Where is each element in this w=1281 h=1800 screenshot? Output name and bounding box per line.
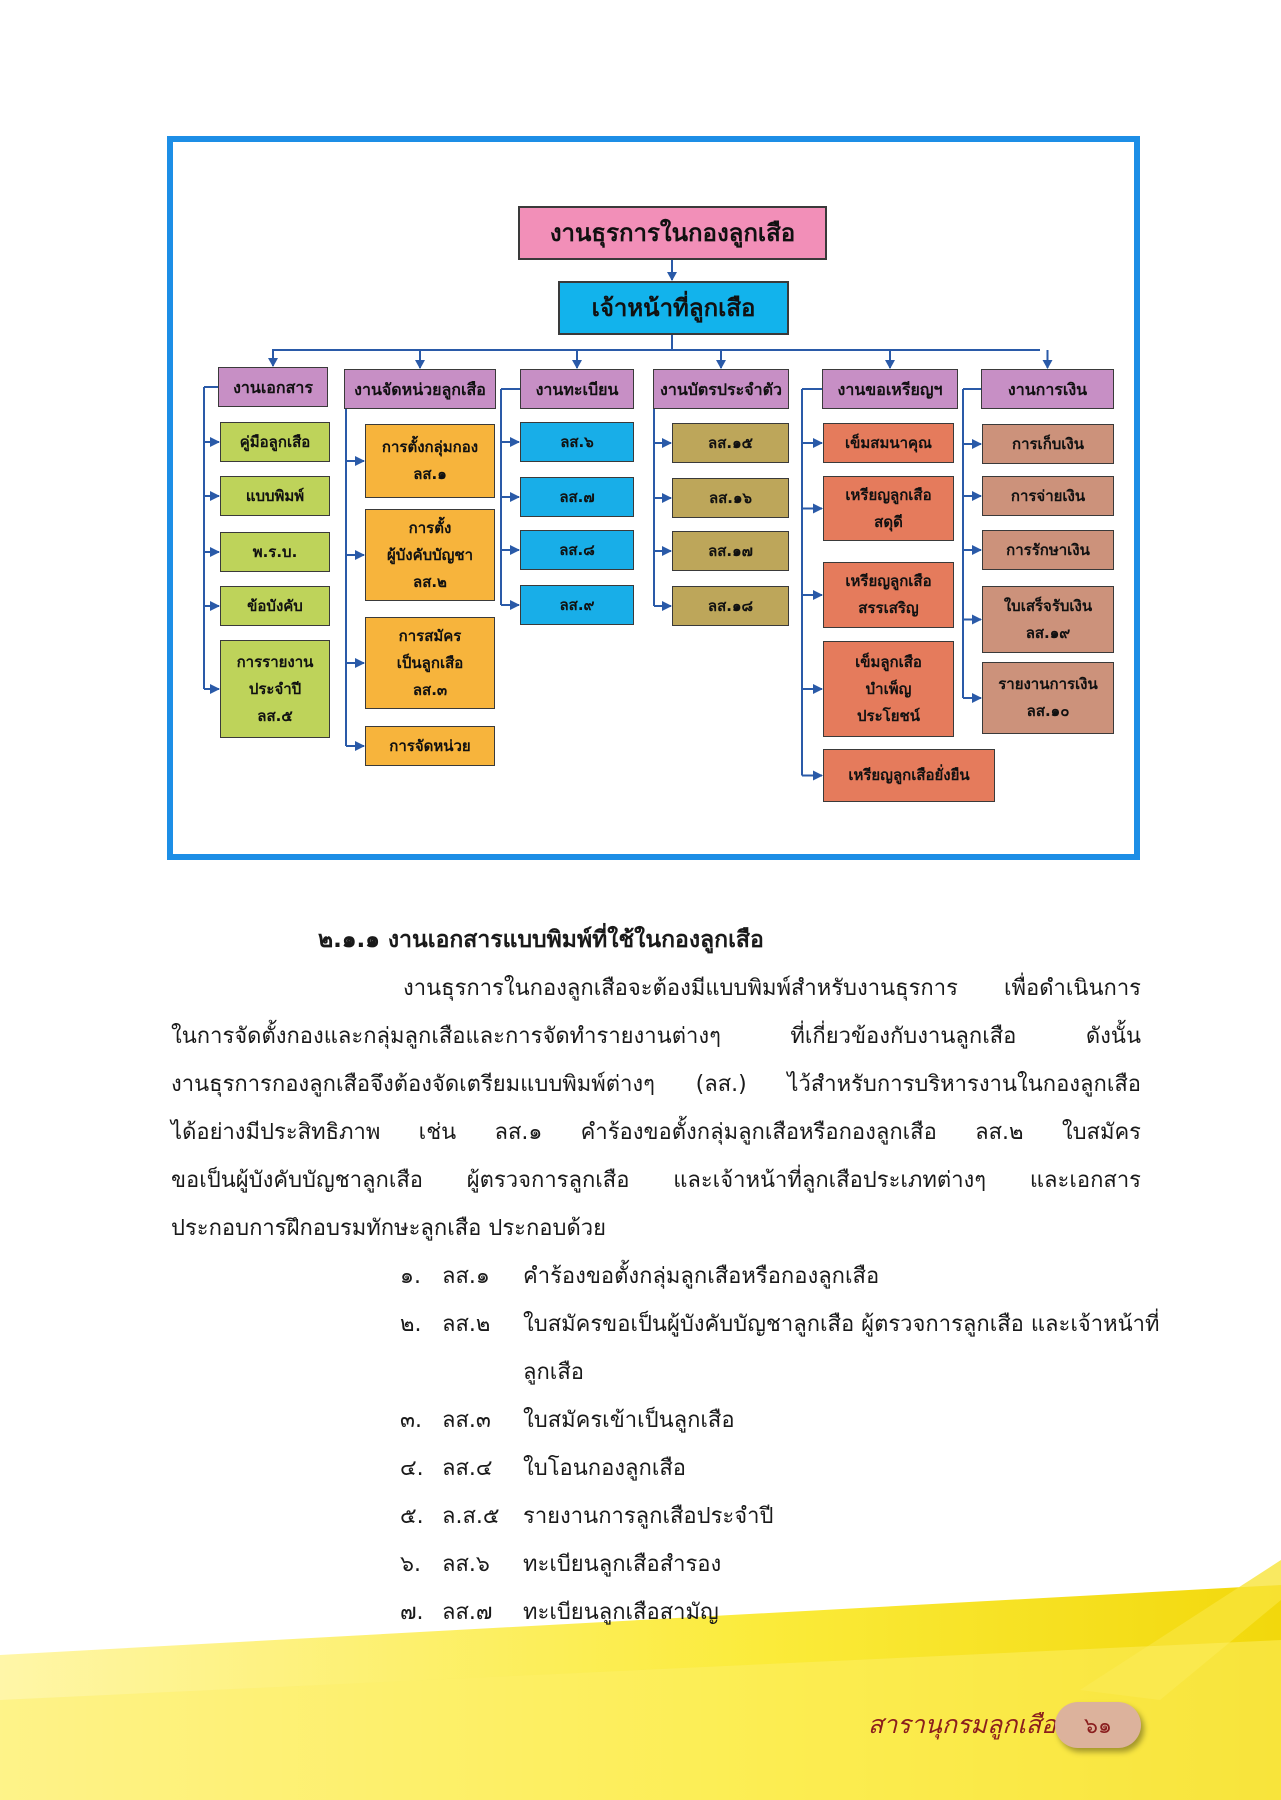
chart-item: การตั้ง ผู้บังคับบัญชา ลส.๒ — [365, 509, 495, 601]
list-item-description: ลูกเสือ — [523, 1360, 584, 1385]
list-item-code: ลส.๒ — [442, 1312, 491, 1337]
list-item-description: ใบสมัครเข้าเป็นลูกเสือ — [523, 1408, 735, 1433]
list-item-number: ๗. — [400, 1600, 424, 1625]
list-item-number: ๑. — [400, 1264, 421, 1289]
paragraph-line: ขอเป็นผู้บังคับบัญชาลูกเสือ ผู้ตรวจการลู… — [171, 1168, 1141, 1193]
chart-item: ใบเสร็จรับเงิน ลส.๑๙ — [982, 586, 1114, 653]
chart-item: คู่มือลูกเสือ — [220, 422, 330, 462]
chart-item: ลส.๑๗ — [672, 531, 789, 571]
list-item-number: ๒. — [400, 1312, 422, 1337]
list-item-code: ล.ส.๕ — [442, 1504, 500, 1529]
paragraph-line: งานธุรการในกองลูกเสือจะต้องมีแบบพิมพ์สำห… — [403, 976, 1141, 1001]
chart-item: ลส.๑๘ — [672, 586, 789, 626]
chart-item: ลส.๑๕ — [672, 423, 789, 463]
list-item-description: คำร้องขอตั้งกลุ่มลูกเสือหรือกองลูกเสือ — [523, 1264, 880, 1289]
paragraph-line: ประกอบการฝึกอบรมทักษะลูกเสือ ประกอบด้วย — [171, 1216, 607, 1241]
chart-item: เข็มสมนาคุณ — [823, 423, 954, 463]
chart-item: การเก็บเงิน — [982, 424, 1114, 464]
list-item-number: ๕. — [400, 1504, 424, 1529]
column-header: งานการเงิน — [981, 369, 1114, 409]
chart-item: แบบพิมพ์ — [220, 476, 330, 516]
section-heading: ๒.๑.๑ งานเอกสารแบบพิมพ์ที่ใช้ในกองลูกเสื… — [318, 927, 764, 953]
chart-item: ลส.๙ — [520, 585, 634, 625]
list-item-description: ทะเบียนลูกเสือสำรอง — [523, 1552, 722, 1577]
chart-item: รายงานการเงิน ลส.๑๐ — [982, 662, 1114, 734]
chart-item: ข้อบังคับ — [220, 586, 330, 626]
footer-book-title: สารานุกรมลูกเสือ — [868, 1710, 1057, 1739]
column-header: งานบัตรประจำตัว — [653, 369, 789, 409]
chart-item: พ.ร.บ. — [220, 532, 330, 572]
list-item-number: ๔. — [400, 1456, 424, 1481]
column-header: งานเอกสาร — [218, 367, 328, 407]
chart-item: เหรียญลูกเสือยั่งยืน — [823, 749, 995, 802]
chart-item: ลส.๘ — [520, 530, 634, 570]
list-item-number: ๖. — [400, 1552, 421, 1577]
list-item-code: ลส.๔ — [442, 1456, 493, 1481]
org-chart-connectors — [203, 260, 1053, 781]
paragraph-line: ได้อย่างมีประสิทธิภาพ เช่น ลส.๑ คำร้องขอ… — [171, 1120, 1141, 1145]
chart-item: การสมัคร เป็นลูกเสือ ลส.๓ — [365, 617, 495, 709]
chart-item: การรักษาเงิน — [982, 530, 1114, 570]
column-header: งานจัดหน่วยลูกเสือ — [344, 369, 496, 409]
chart-item: ลส.๗ — [520, 477, 634, 517]
column-header: งานทะเบียน — [520, 369, 634, 409]
chart-item: การตั้งกลุ่มกอง ลส.๑ — [365, 424, 495, 498]
chart-item: เหรียญลูกเสือ สดุดี — [823, 476, 954, 541]
list-item-number: ๓. — [400, 1408, 423, 1433]
list-item-code: ลส.๗ — [442, 1600, 493, 1625]
chart-item: ลส.๑๖ — [672, 478, 789, 518]
chart-item: เหรียญลูกเสือ สรรเสริญ — [823, 562, 954, 628]
paragraph-line: งานธุรการกองลูกเสือจึงต้องจัดเตรียมแบบพิ… — [171, 1072, 1141, 1097]
chart-item: การจัดหน่วย — [365, 726, 495, 766]
chart-item: การรายงาน ประจำปี ลส.๕ — [220, 640, 330, 738]
chart-item: เข็มลูกเสือ บำเพ็ญ ประโยชน์ — [823, 641, 954, 737]
column-header: งานขอเหรียญฯ — [822, 369, 958, 409]
list-item-description: รายงานการลูกเสือประจำปี — [523, 1504, 774, 1529]
chart-item: การจ่ายเงิน — [982, 476, 1114, 516]
chart-item: ลส.๖ — [520, 422, 634, 462]
list-item-description: ใบสมัครขอเป็นผู้บังคับบัญชาลูกเสือ ผู้ตร… — [523, 1312, 1160, 1337]
list-item-code: ลส.๑ — [442, 1264, 490, 1289]
officer-box: เจ้าหน้าที่ลูกเสือ — [558, 281, 789, 335]
list-item-description: ทะเบียนลูกเสือสามัญ — [523, 1600, 719, 1625]
paragraph-line: ในการจัดตั้งกองและกลุ่มลูกเสือและการจัดท… — [171, 1024, 1141, 1049]
chart-title-box: งานธุรการในกองลูกเสือ — [518, 206, 827, 260]
list-item-code: ลส.๖ — [442, 1552, 490, 1577]
list-item-code: ลส.๓ — [442, 1408, 491, 1433]
page-number-badge: ๖๑ — [1055, 1702, 1141, 1748]
list-item-description: ใบโอนกองลูกเสือ — [523, 1456, 687, 1481]
